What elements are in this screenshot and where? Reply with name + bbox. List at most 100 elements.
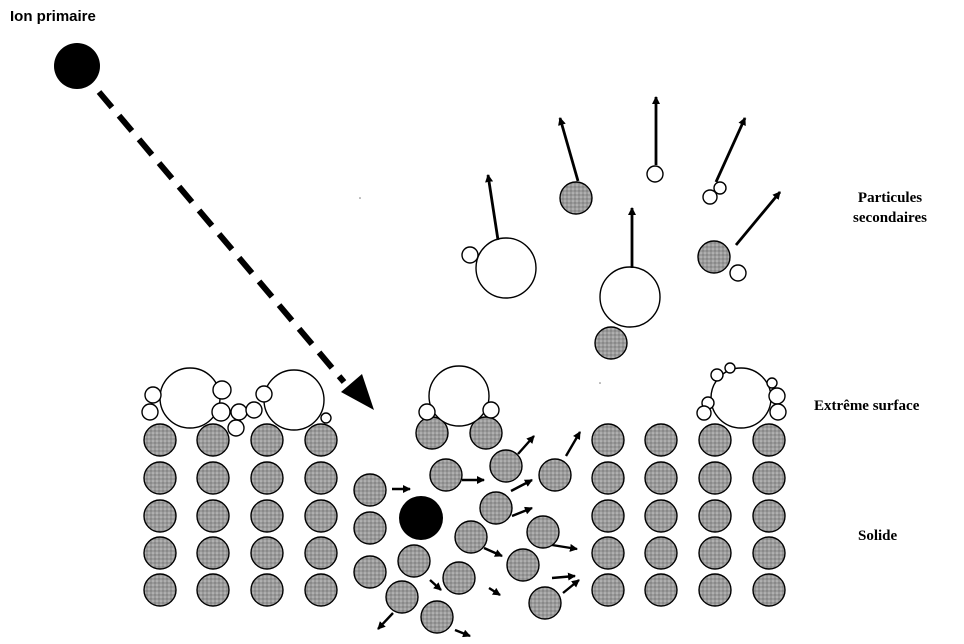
light-atom <box>320 412 332 424</box>
substrate-atom <box>250 536 284 570</box>
substrate-atom <box>304 536 338 570</box>
momentum-arrow <box>454 628 471 638</box>
overlay-layer <box>54 43 782 540</box>
light-atom <box>227 419 245 437</box>
substrate-atom <box>752 573 786 607</box>
light-atom <box>461 246 479 264</box>
substrate-atom <box>304 423 338 457</box>
primary-ion-trajectory <box>96 90 347 384</box>
momentum-arrow <box>429 579 442 591</box>
momentum-arrow <box>517 435 535 455</box>
substrate-atom <box>559 181 593 215</box>
substrate-atom <box>538 458 572 492</box>
momentum-arrow <box>511 506 533 518</box>
substrate-atom <box>752 461 786 495</box>
light-atom <box>766 377 778 389</box>
light-atom <box>768 387 786 405</box>
primary-ion <box>54 43 100 89</box>
substrate-atom <box>385 580 419 614</box>
substrate-atom <box>250 499 284 533</box>
substrate-atom <box>644 423 678 457</box>
label-extreme-surface: Extrême surface <box>814 398 920 414</box>
substrate-atom <box>196 423 230 457</box>
light-atom <box>769 403 787 421</box>
momentum-arrow <box>483 546 503 558</box>
substrate-atom <box>454 520 488 554</box>
substrate-atom <box>698 573 732 607</box>
substrate-atom <box>250 573 284 607</box>
light-atom <box>729 264 747 282</box>
momentum-arrows <box>377 431 582 638</box>
momentum-arrow <box>564 431 582 457</box>
speck <box>599 382 601 384</box>
substrate-atom <box>143 499 177 533</box>
light-atom <box>710 368 724 382</box>
substrate-atom <box>698 536 732 570</box>
light-atom <box>144 386 162 404</box>
substrate-atom <box>397 544 431 578</box>
momentum-arrow <box>551 543 578 552</box>
light-atom <box>263 369 325 431</box>
substrate-atom <box>143 573 177 607</box>
substrate-atom <box>752 423 786 457</box>
momentum-arrow <box>485 174 500 241</box>
substrate-atom <box>752 499 786 533</box>
substrate-atom <box>250 423 284 457</box>
light-atom <box>245 401 263 419</box>
light-atom <box>475 237 537 299</box>
substrate-atom <box>304 499 338 533</box>
substrate-atom <box>353 473 387 507</box>
substrate-atom <box>304 461 338 495</box>
substrate-atom <box>353 511 387 545</box>
substrate-atom <box>526 515 560 549</box>
substrate-atom <box>442 561 476 595</box>
momentum-arrow <box>558 117 580 182</box>
light-atom <box>212 380 232 400</box>
substrate-atom <box>644 573 678 607</box>
substrate-atom <box>528 586 562 620</box>
substrate-atom <box>506 548 540 582</box>
substrate-atom <box>591 573 625 607</box>
label-secondary-particles-line2: secondaires <box>853 210 927 226</box>
substrate-atom <box>591 499 625 533</box>
substrate-atom <box>644 536 678 570</box>
substrate-atom <box>591 536 625 570</box>
label-secondary-particles-line1: Particules <box>857 190 923 206</box>
substrate-atom <box>196 499 230 533</box>
substrate-atom <box>143 536 177 570</box>
light-atom <box>646 165 664 183</box>
momentum-arrow <box>551 572 576 581</box>
momentum-arrow <box>488 586 501 597</box>
light-atom <box>255 385 273 403</box>
momentum-arrow <box>734 191 782 246</box>
substrate-atom <box>353 555 387 589</box>
light-atom <box>159 367 221 429</box>
substrate-atom <box>591 423 625 457</box>
substrate-atom <box>196 573 230 607</box>
light-atom <box>418 403 436 421</box>
implanted-primary-ion <box>399 496 443 540</box>
substrate-atom <box>752 536 786 570</box>
light-atom <box>713 181 727 195</box>
label-solid: Solide <box>858 528 898 544</box>
speck <box>359 197 361 199</box>
substrate-atom <box>594 326 628 360</box>
light-atom <box>696 405 712 421</box>
substrate-atom <box>591 461 625 495</box>
light-atom <box>702 189 718 205</box>
substrate-atom <box>196 461 230 495</box>
substrate-atom <box>304 573 338 607</box>
momentum-arrow <box>714 117 747 183</box>
substrate-atom <box>644 461 678 495</box>
label-primary-ion: Ion primaire <box>10 8 96 25</box>
substrate-atom <box>697 240 731 274</box>
label-secondary-particles: Particules secondaires <box>820 190 960 227</box>
substrate-atom <box>489 449 523 483</box>
light-atom <box>230 403 248 421</box>
substrate-atom <box>698 499 732 533</box>
substrate-atom <box>196 536 230 570</box>
substrate-atom <box>698 461 732 495</box>
substrate-atom <box>143 423 177 457</box>
